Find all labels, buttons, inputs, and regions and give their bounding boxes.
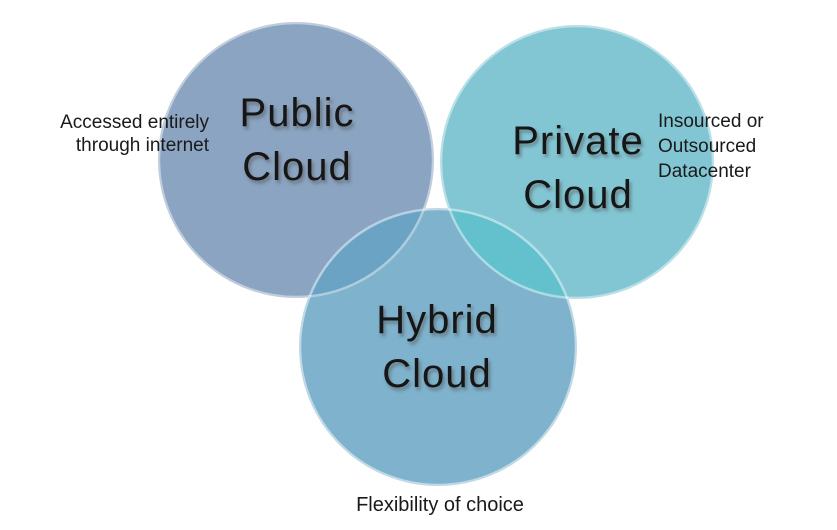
public-circle-rim <box>157 21 435 299</box>
private-circle-rim <box>439 24 715 300</box>
public-cloud-label: Public Cloud <box>239 91 355 189</box>
hybrid-cloud-label: Hybrid Cloud <box>376 298 498 396</box>
private-hybrid-overlap <box>440 208 577 299</box>
hybrid-cloud-annotation: Flexibility of choice <box>356 494 524 516</box>
private-cloud-annotation: Insourced or Outsourced Datacenter <box>658 111 764 182</box>
hybrid-circle-rim <box>298 207 578 487</box>
public-cloud-annotation: Accessed entirely through internet <box>60 112 209 156</box>
private-cloud-label: Private Cloud <box>512 119 644 217</box>
